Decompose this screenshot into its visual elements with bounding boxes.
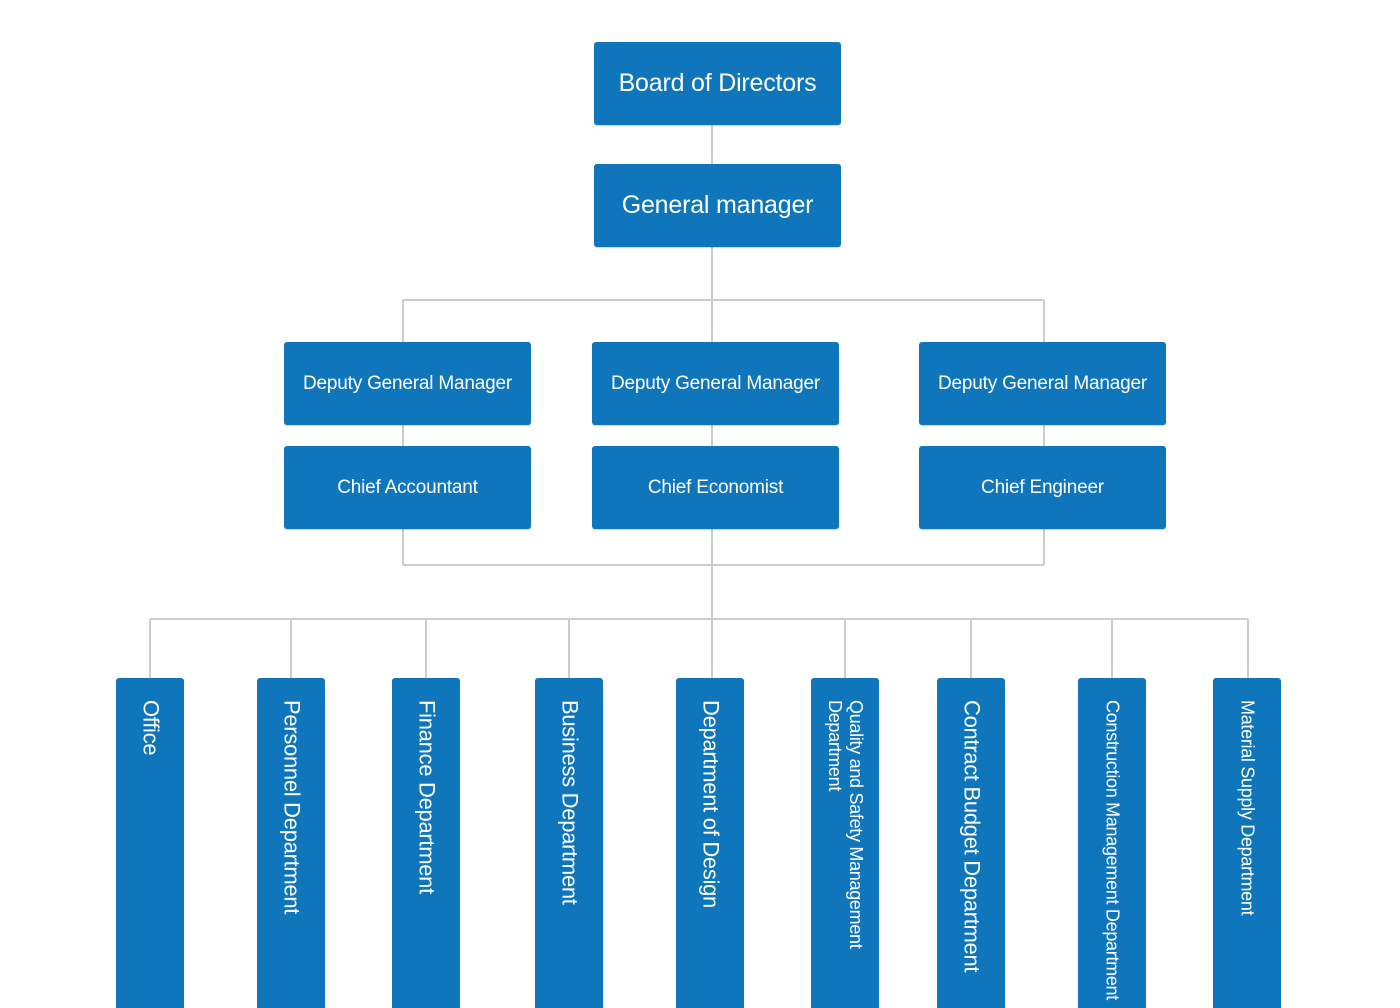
department-construction-management: Construction Management Department [1078, 678, 1146, 1008]
chief-economist-node: Chief Economist [592, 446, 839, 529]
department-business-label: Business Department [557, 700, 583, 905]
chief-accountant-label: Chief Accountant [337, 476, 478, 498]
department-office: Office [116, 678, 184, 1008]
department-material-supply: Material Supply Department [1213, 678, 1281, 1008]
board-of-directors-label: Board of Directors [618, 69, 817, 97]
department-finance: Finance Department [392, 678, 460, 1008]
department-personnel-label: Personnel Department [279, 700, 305, 915]
general-manager-label: General manager [621, 191, 814, 219]
chief-engineer-node: Chief Engineer [919, 446, 1166, 529]
deputy-general-manager-node-center: Deputy General Manager [592, 342, 839, 425]
board-of-directors-node: Board of Directors [594, 42, 841, 125]
department-finance-label: Finance Department [414, 700, 440, 894]
department-material-supply-label: Material Supply Department [1237, 700, 1258, 916]
deputy-general-manager-label: Deputy General Manager [938, 372, 1147, 394]
department-quality-and-safety-management: Quality and Safety Management Department [811, 678, 879, 1008]
deputy-general-manager-label: Deputy General Manager [303, 372, 512, 394]
department-quality-and-safety-management-label: Quality and Safety Management Department [825, 700, 867, 949]
department-contract-budget-label: Contract Budget Department [959, 700, 985, 973]
deputy-general-manager-node-left: Deputy General Manager [284, 342, 531, 425]
department-office-label: Office [138, 700, 164, 756]
chief-economist-label: Chief Economist [647, 476, 784, 498]
department-construction-management-label: Construction Management Department [1102, 700, 1123, 1000]
department-personnel: Personnel Department [257, 678, 325, 1008]
deputy-general-manager-node-right: Deputy General Manager [919, 342, 1166, 425]
general-manager-node: General manager [594, 164, 841, 247]
chief-engineer-label: Chief Engineer [981, 476, 1104, 498]
department-contract-budget: Contract Budget Department [937, 678, 1005, 1008]
department-design: Department of Design [676, 678, 744, 1008]
department-business: Business Department [535, 678, 603, 1008]
deputy-general-manager-label: Deputy General Manager [611, 372, 820, 394]
chief-accountant-node: Chief Accountant [284, 446, 531, 529]
department-design-label: Department of Design [698, 700, 724, 908]
